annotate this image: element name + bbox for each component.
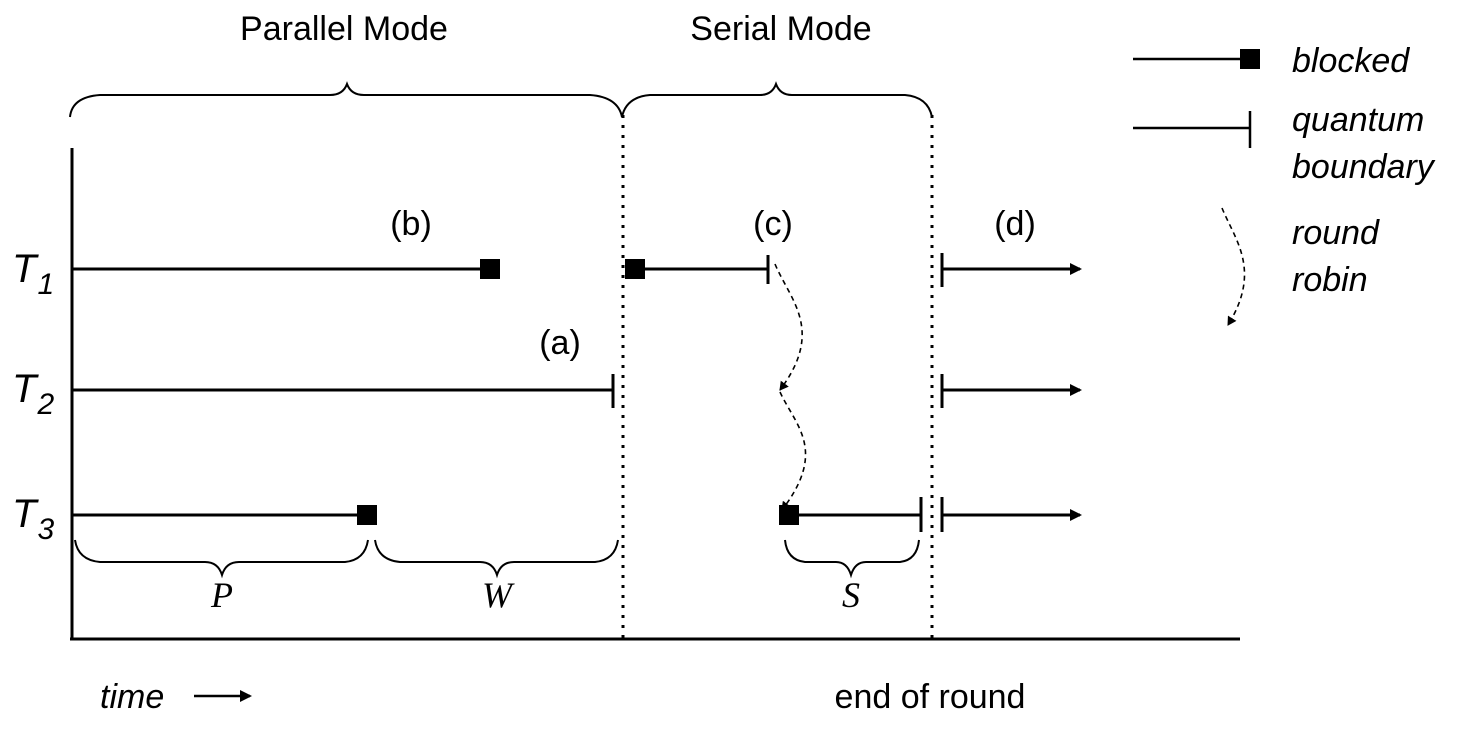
t3-blocked-marker	[357, 505, 377, 525]
end-of-round-label: end of round	[835, 678, 1026, 716]
legend-quantum-label-line1: quantum	[1292, 101, 1424, 139]
legend-round-robin-label-line1: round	[1292, 214, 1380, 252]
legend-blocked-label: blocked	[1292, 42, 1410, 80]
thread-label-t1: T1	[12, 247, 54, 301]
p-interval-brace	[74, 539, 369, 579]
w-interval-brace	[374, 539, 619, 579]
serial-mode-brace	[621, 81, 933, 118]
legend: blocked quantum boundary round robin	[1133, 42, 1436, 326]
serial-mode-title: Serial Mode	[690, 10, 871, 48]
svg-text:T1: T1	[12, 247, 54, 301]
w-interval-label: W	[482, 575, 515, 615]
svg-text:T2: T2	[12, 367, 54, 421]
s-interval-brace	[784, 539, 920, 579]
t1-serial-blocked-marker	[625, 259, 645, 279]
time-axis-label: time	[100, 678, 164, 716]
t1-blocked-marker	[480, 259, 500, 279]
parallel-mode-brace	[69, 81, 623, 118]
annotation-a: (a)	[539, 324, 581, 362]
legend-round-robin-arrow	[1221, 207, 1246, 326]
legend-quantum-label-line2: boundary	[1292, 148, 1436, 186]
parallel-mode-title: Parallel Mode	[240, 10, 448, 48]
t3-serial-blocked-marker	[779, 505, 799, 525]
round-robin-arrow-t1-to-t2	[774, 263, 803, 391]
s-interval-label: S	[842, 575, 860, 615]
legend-blocked-marker	[1240, 49, 1260, 69]
annotation-b: (b)	[390, 205, 432, 243]
svg-text:T3: T3	[12, 492, 54, 546]
annotation-d: (d)	[994, 205, 1036, 243]
p-interval-label: P	[210, 575, 233, 615]
annotation-c: (c)	[753, 205, 793, 243]
round-robin-arrow-t2-to-t3	[779, 391, 807, 511]
legend-round-robin-label-line2: robin	[1292, 261, 1368, 299]
thread-label-t3: T3	[12, 492, 54, 546]
thread-label-t2: T2	[12, 367, 54, 421]
